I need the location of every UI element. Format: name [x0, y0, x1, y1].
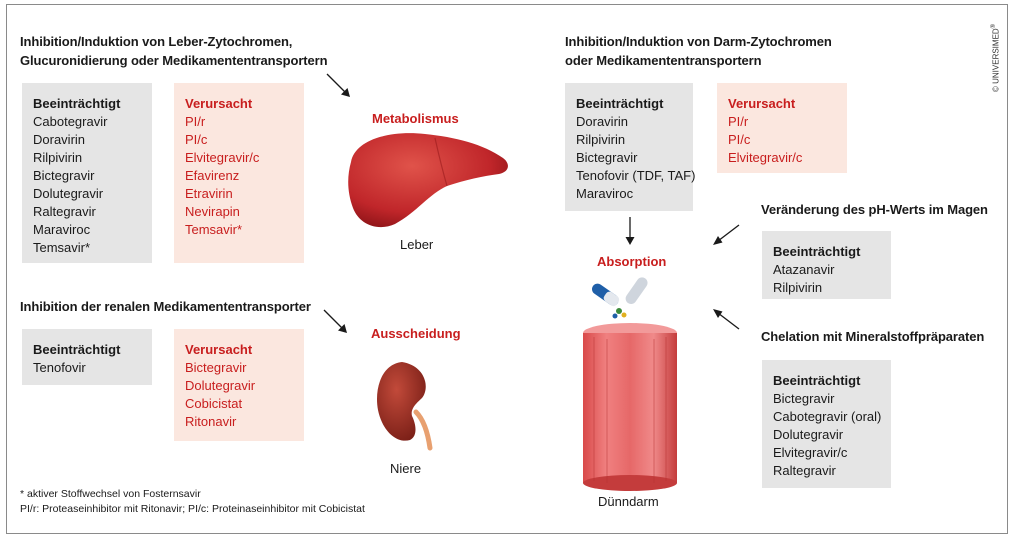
- darm-arrow-icon: [625, 217, 635, 245]
- duenndarm-label: Dünndarm: [598, 494, 659, 509]
- drug-item: Etravirin: [185, 186, 233, 201]
- registered-mark: ®: [991, 23, 997, 29]
- drug-item: Tenofovir (TDF, TAF): [576, 168, 696, 183]
- drug-item: Temsavir*: [33, 240, 91, 255]
- darm-heading: Inhibition/Induktion von Darm-Zytochrome…: [565, 32, 832, 70]
- metabolismus-label: Metabolismus: [372, 111, 459, 126]
- drug-item: Elvitegravir/c: [185, 150, 260, 165]
- drug-item: Cobicistat: [185, 396, 243, 411]
- drug-item: Bictegravir: [33, 168, 95, 183]
- footnote-abbreviations: PI/r: Proteaseinhibitor mit Ritonavir; P…: [20, 503, 365, 515]
- darm-heading-line2: oder Medikamententransportern: [565, 53, 762, 68]
- leber-heading: Inhibition/Induktion von Leber-Zytochrom…: [20, 32, 328, 70]
- drug-item: PI/r: [185, 114, 206, 129]
- drug-item: Bictegravir: [773, 391, 835, 406]
- drug-item: Efavirenz: [185, 168, 240, 183]
- drug-item: Cabotegravir: [33, 114, 108, 129]
- drug-item: Doravirin: [576, 114, 629, 129]
- copyright-text: © UNIVERSIMED: [991, 28, 1001, 92]
- chelation-arrow-icon: [713, 309, 740, 330]
- chelation-heading: Chelation mit Mineralstoffpräparaten: [761, 329, 985, 344]
- drug-item: Raltegravir: [773, 463, 836, 478]
- box-title: Beeinträchtigt: [33, 342, 121, 357]
- drug-item: Cabotegravir (oral): [773, 409, 882, 424]
- box-title: Verursacht: [728, 96, 796, 111]
- leber-arrow-icon: [326, 73, 350, 97]
- box-title: Beeinträchtigt: [773, 373, 861, 388]
- darm-beeintraechtigt-box: Beeinträchtigt Doravirin Rilpivirin Bict…: [565, 83, 696, 211]
- ausscheidung-label: Ausscheidung: [371, 326, 461, 341]
- darm-verursacht-box: Verursacht PI/r PI/c Elvitegravir/c: [717, 83, 847, 173]
- leber-verursacht-box: Verursacht PI/r PI/c Elvitegravir/c Efav…: [174, 83, 304, 263]
- niere-arrow-icon: [323, 309, 347, 333]
- intestine-capsule-icon: [583, 277, 677, 491]
- ph-beeintraechtigt-box: Beeinträchtigt Atazanavir Rilpivirin: [762, 231, 891, 299]
- footnote-temsavir: * aktiver Stoffwechsel von Fosternsavir: [20, 488, 201, 500]
- drug-item: Dolutegravir: [185, 378, 256, 393]
- drug-item: Nevirapin: [185, 204, 240, 219]
- drug-item: Elvitegravir/c: [728, 150, 803, 165]
- copyright: © UNIVERSIMED®: [991, 24, 1001, 92]
- footnotes: * aktiver Stoffwechsel von Fosternsavir …: [20, 487, 365, 517]
- drug-item: Rilpivirin: [33, 150, 83, 165]
- drug-item: Tenofovir: [33, 360, 86, 375]
- drug-item: Bictegravir: [185, 360, 247, 375]
- leber-label: Leber: [400, 237, 434, 252]
- drug-item: Maraviroc: [33, 222, 91, 237]
- ph-heading: Veränderung des pH-Werts im Magen: [761, 202, 988, 217]
- niere-beeintraechtigt-box: Beeinträchtigt Tenofovir: [22, 329, 152, 385]
- box-title: Beeinträchtigt: [576, 96, 664, 111]
- box-title: Verursacht: [185, 342, 253, 357]
- chelation-beeintraechtigt-box: Beeinträchtigt Bictegravir Cabotegravir …: [762, 360, 891, 488]
- leber-beeintraechtigt-box: Beeinträchtigt Cabotegravir Doravirin Ri…: [22, 83, 152, 263]
- ph-arrow-icon: [713, 224, 740, 245]
- drug-item: Temsavir*: [185, 222, 243, 237]
- darm-heading-line1: Inhibition/Induktion von Darm-Zytochrome…: [565, 34, 832, 49]
- kidney-icon: [377, 362, 433, 451]
- absorption-label: Absorption: [597, 254, 667, 269]
- leber-heading-line2: Glucuronidierung oder Medikamententransp…: [20, 53, 328, 68]
- drug-item: Dolutegravir: [33, 186, 104, 201]
- drug-item: Maraviroc: [576, 186, 634, 201]
- drug-item: Rilpivirin: [576, 132, 626, 147]
- box-title: Verursacht: [185, 96, 253, 111]
- drug-item: Elvitegravir/c: [773, 445, 848, 460]
- drug-item: Doravirin: [33, 132, 86, 147]
- leber-heading-line1: Inhibition/Induktion von Leber-Zytochrom…: [20, 34, 293, 49]
- drug-item: PI/c: [185, 132, 208, 147]
- drug-item: PI/r: [728, 114, 749, 129]
- drug-item: Raltegravir: [33, 204, 96, 219]
- niere-heading: Inhibition der renalen Medikamententrans…: [20, 299, 311, 314]
- drug-item: Atazanavir: [773, 262, 835, 277]
- drug-item: Rilpivirin: [773, 280, 823, 295]
- drug-item: Dolutegravir: [773, 427, 844, 442]
- box-title: Beeinträchtigt: [33, 96, 121, 111]
- box-title: Beeinträchtigt: [773, 244, 861, 259]
- niere-label: Niere: [390, 461, 422, 476]
- drug-item: Ritonavir: [185, 414, 237, 429]
- liver-icon: [348, 133, 508, 228]
- drug-item: PI/c: [728, 132, 751, 147]
- drug-item: Bictegravir: [576, 150, 638, 165]
- niere-verursacht-box: Verursacht Bictegravir Dolutegravir Cobi…: [174, 329, 304, 441]
